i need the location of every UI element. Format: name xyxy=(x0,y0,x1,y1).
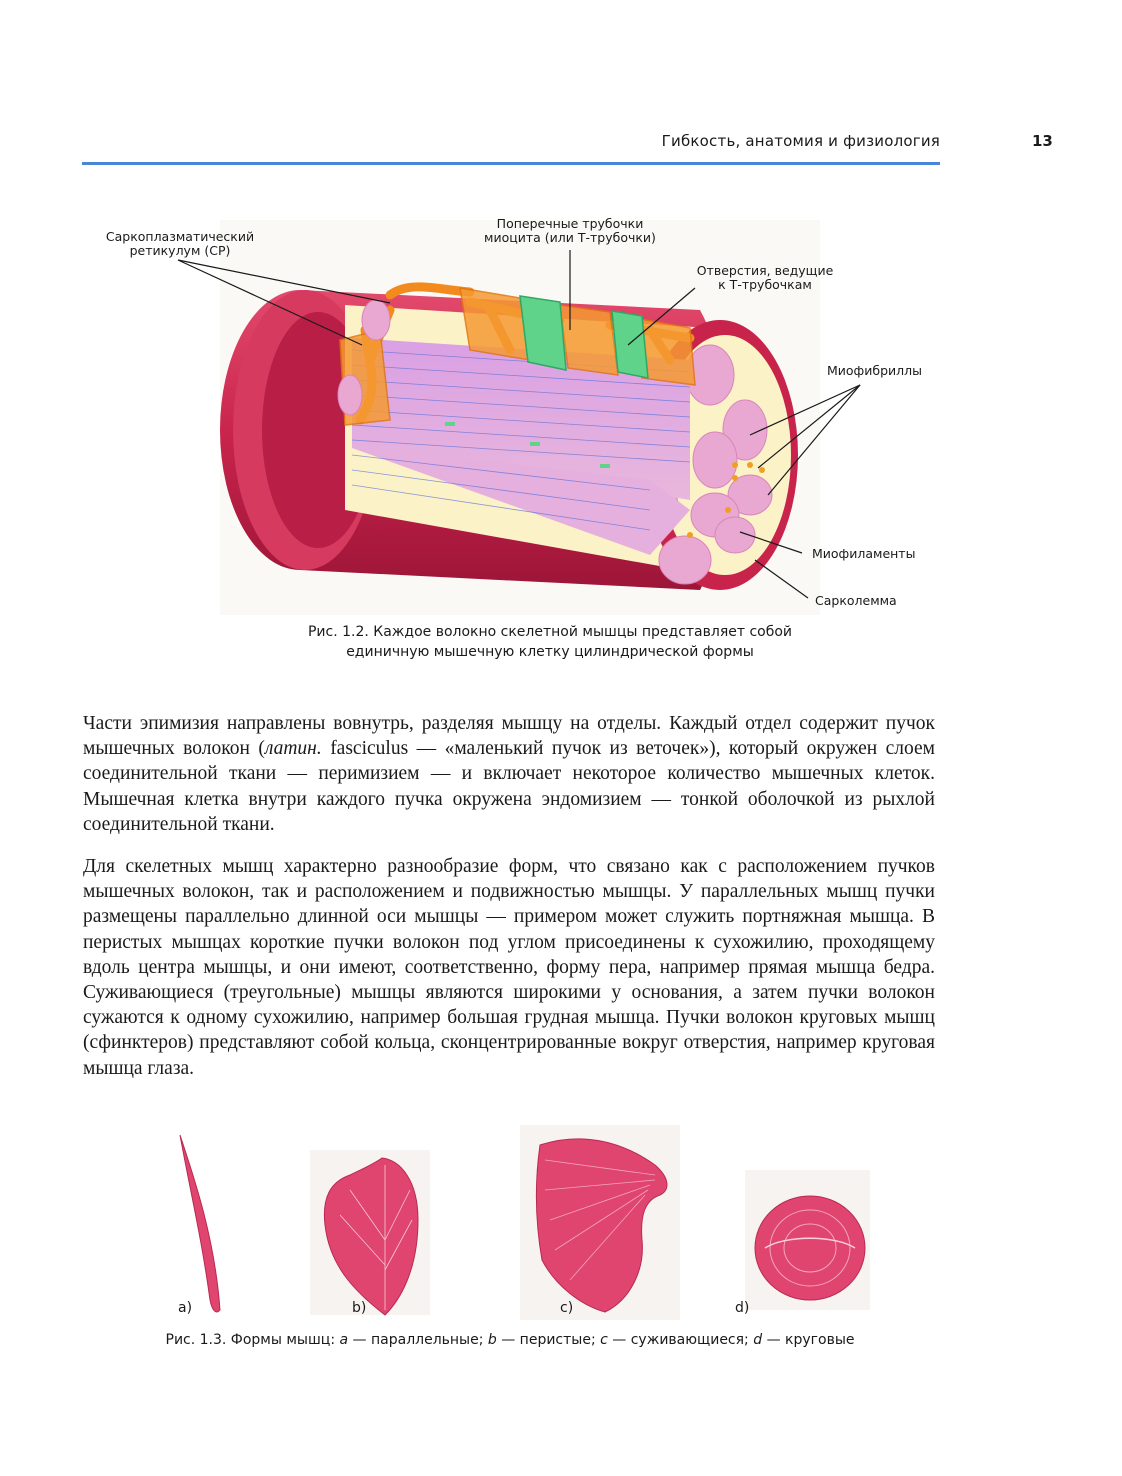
figure-muscle-shapes: a) b) c) d) xyxy=(150,1120,930,1330)
t-tubule-dots xyxy=(445,422,610,468)
muscle-circular xyxy=(745,1170,870,1310)
myofilament-dots xyxy=(687,462,765,538)
muscle-shapes-illustration xyxy=(179,1125,870,1320)
running-header: Гибкость, анатомия и физиология xyxy=(82,130,940,165)
myofibril-bundle-top xyxy=(352,338,690,500)
myofibril-bundle-lower xyxy=(352,445,690,555)
label-shape-d: d) xyxy=(735,1300,750,1316)
label-sarcolemma: Сарколемма xyxy=(815,593,897,608)
myofibril-cross-sections xyxy=(630,344,773,585)
figure-1-2-caption: Рис. 1.2. Каждое волокно скелетной мышцы… xyxy=(307,624,793,660)
label-myofibrils: Миофибриллы xyxy=(827,363,922,378)
figure-muscle-fiber: Саркоплазматический ретикулум (СР) Попер… xyxy=(90,210,990,630)
caption-letter-a: a xyxy=(339,1332,349,1348)
caption-letter-d: d xyxy=(753,1332,763,1348)
sr-network xyxy=(339,287,696,426)
label-openings: Отверстия, ведущие к Т-трубочкам xyxy=(696,263,834,292)
paragraph-1: Части эпимизия направлены вовнутрь, разд… xyxy=(83,711,935,837)
sr-circle-left-2 xyxy=(337,374,363,416)
paragraph-1-italic: латин. xyxy=(264,738,322,760)
running-title: Гибкость, анатомия и физиология xyxy=(661,132,940,150)
label-shape-c: c) xyxy=(560,1300,574,1316)
t-tubules xyxy=(519,295,649,379)
striations xyxy=(351,349,691,531)
label-sarcoplasmic-reticulum: Саркоплазматический ретикулум (СР) xyxy=(105,229,255,258)
sr-circle-left xyxy=(361,299,391,341)
label-shape-b: b) xyxy=(352,1300,367,1316)
caption-letter-b: b xyxy=(487,1332,497,1348)
muscle-parallel xyxy=(179,1134,221,1313)
label-t-tubules: Поперечные трубочки миоцита (или Т-трубо… xyxy=(484,216,656,245)
leader-lines xyxy=(177,250,861,599)
caption-text-b: — перистые; xyxy=(496,1332,601,1348)
page-number: 13 xyxy=(1032,132,1053,150)
caption-letter-c: c xyxy=(600,1332,608,1348)
muscle-fiber-illustration xyxy=(177,220,861,615)
paragraph-2: Для скелетных мышц характерно разнообраз… xyxy=(83,856,935,1079)
paragraph-1-part-1: Части эпимизия направлены вовнутрь, разд… xyxy=(83,713,935,760)
paragraph-1-part-2: fasciculus — «маленький пучок из веточек… xyxy=(83,738,935,835)
caption-text-a: — параллельные; xyxy=(348,1332,488,1348)
label-shape-a: a) xyxy=(178,1300,193,1316)
muscle-convergent xyxy=(520,1125,680,1320)
caption-text-d: — круговые xyxy=(762,1332,855,1348)
muscle-pennate xyxy=(310,1150,430,1316)
label-myofilaments: Миофиламенты xyxy=(812,546,916,561)
caption-text-c: — суживающиеся; xyxy=(607,1332,754,1348)
caption-prefix: Рис. 1.3. Формы мышц: xyxy=(165,1332,340,1348)
figure-1-3-caption: Рис. 1.3. Формы мышц: a — параллельные; … xyxy=(110,1330,910,1350)
